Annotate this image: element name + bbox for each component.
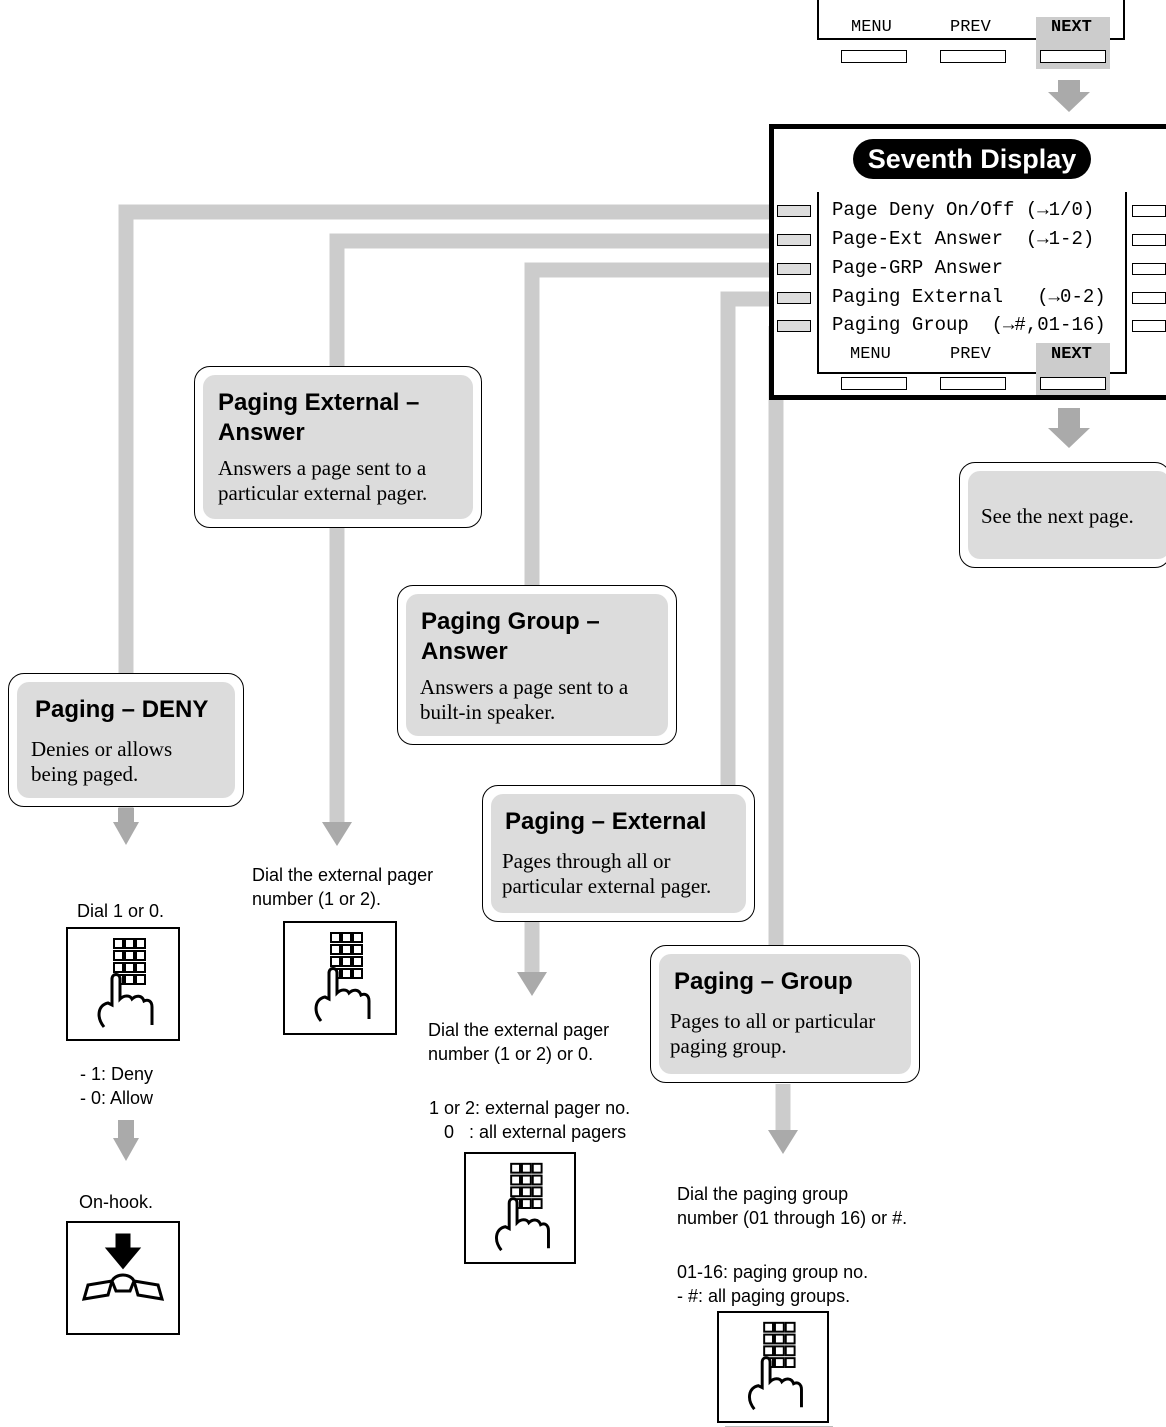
display-prev-label: PREV: [950, 345, 991, 364]
top-prev-button[interactable]: [940, 50, 1006, 63]
arrow-deny: [113, 822, 139, 845]
step-deny-dial: Dial 1 or 0.: [77, 901, 165, 921]
display-line-3: Page-GRP Answer: [832, 257, 1004, 279]
display-line-1: Page Deny On/Off (→1/0): [832, 199, 1095, 221]
box-paging-group-answer-desc: Answers a page sent to a built-in speake…: [420, 675, 629, 724]
step-group-options: 01-16: paging group no. - #: all paging …: [677, 1262, 869, 1306]
step-deny-onhook: On-hook.: [79, 1192, 154, 1212]
box-paging-deny-title: Paging – DENY: [35, 696, 209, 723]
connector-ext-answer: [329, 233, 776, 367]
display-menu-label: MENU: [850, 345, 891, 364]
display-prev-button[interactable]: [940, 377, 1006, 390]
box-paging-group-answer: [397, 585, 677, 745]
right-key-1[interactable]: [1132, 205, 1166, 217]
left-key-4[interactable]: [777, 292, 811, 304]
keypad-icon: [66, 927, 184, 1045]
step-external-options: 1 or 2: external pager no. 0 : all exter…: [429, 1098, 631, 1142]
box-paging-external: [482, 785, 755, 922]
arrow-next-page: [1048, 408, 1090, 448]
display-screen: [817, 192, 1127, 374]
step-group-dial: Dial the paging group number (01 through…: [677, 1184, 908, 1228]
arrow-external: [517, 972, 547, 996]
step-deny-options: - 1: Deny - 0: Allow: [80, 1064, 154, 1108]
top-next-label: NEXT: [1051, 18, 1092, 37]
left-key-5[interactable]: [777, 320, 811, 332]
display-menu-button[interactable]: [841, 377, 907, 390]
box-paging-external-desc: Pages through all or particular external…: [502, 849, 712, 898]
top-menu-button[interactable]: [841, 50, 907, 63]
display-line-4: Paging External (→0-2): [832, 286, 1106, 308]
on-hook-icon: [66, 1221, 184, 1339]
keypad-icon: [283, 921, 401, 1039]
box-paging-deny-desc: Denies or allows being paged.: [31, 737, 173, 786]
box-paging-group: [650, 945, 920, 1083]
step-ext-answer-dial: Dial the external pager number (1 or 2).: [252, 865, 434, 909]
arrow-top: [1048, 80, 1090, 112]
top-menu-label: MENU: [851, 18, 892, 37]
connector-deny: [118, 204, 776, 674]
box-paging-group-desc: Pages to all or particular paging group.: [670, 1009, 876, 1058]
top-softkey-bar: [817, 0, 1125, 40]
right-key-4[interactable]: [1132, 292, 1166, 304]
box-paging-external-title: Paging – External: [505, 808, 707, 835]
left-key-3[interactable]: [777, 263, 811, 275]
arrow-deny-onhook-stem: [118, 1120, 134, 1140]
keypad-icon: [717, 1311, 833, 1427]
top-prev-label: PREV: [950, 18, 991, 37]
arrow-group: [768, 1130, 798, 1154]
box-paging-external-answer-desc: Answers a page sent to a particular exte…: [218, 456, 428, 505]
top-next-button[interactable]: [1040, 50, 1106, 63]
box-paging-deny: [8, 673, 244, 807]
box-paging-group-title: Paging – Group: [674, 968, 853, 995]
right-key-5[interactable]: [1132, 320, 1166, 332]
display-title: Seventh Display: [853, 139, 1091, 179]
display-next-label: NEXT: [1051, 345, 1092, 364]
left-key-2[interactable]: [777, 234, 811, 246]
connector-external: [720, 291, 776, 785]
box-paging-external-answer: [194, 366, 482, 528]
step-external-dial: Dial the external pager number (1 or 2) …: [428, 1020, 610, 1064]
box-paging-group-answer-title: Paging Group – Answer: [421, 608, 600, 665]
keypad-icon: [464, 1152, 580, 1268]
right-key-3[interactable]: [1132, 263, 1166, 275]
display-line-5: Paging Group (→#,01-16): [832, 314, 1106, 336]
display-line-2: Page-Ext Answer (→1-2): [832, 228, 1095, 250]
arrow-deny-onhook: [113, 1138, 139, 1161]
next-page-text: See the next page.: [981, 504, 1134, 528]
next-page-box: [959, 462, 1166, 568]
arrow-ext-answer: [322, 822, 352, 846]
display-next-button[interactable]: [1040, 377, 1106, 390]
left-key-1[interactable]: [777, 205, 811, 217]
arrow-deny-stem: [118, 808, 134, 826]
right-key-2[interactable]: [1132, 234, 1166, 246]
box-paging-external-answer-title: Paging External – Answer: [218, 389, 420, 446]
connector-grp-answer: [524, 262, 776, 586]
